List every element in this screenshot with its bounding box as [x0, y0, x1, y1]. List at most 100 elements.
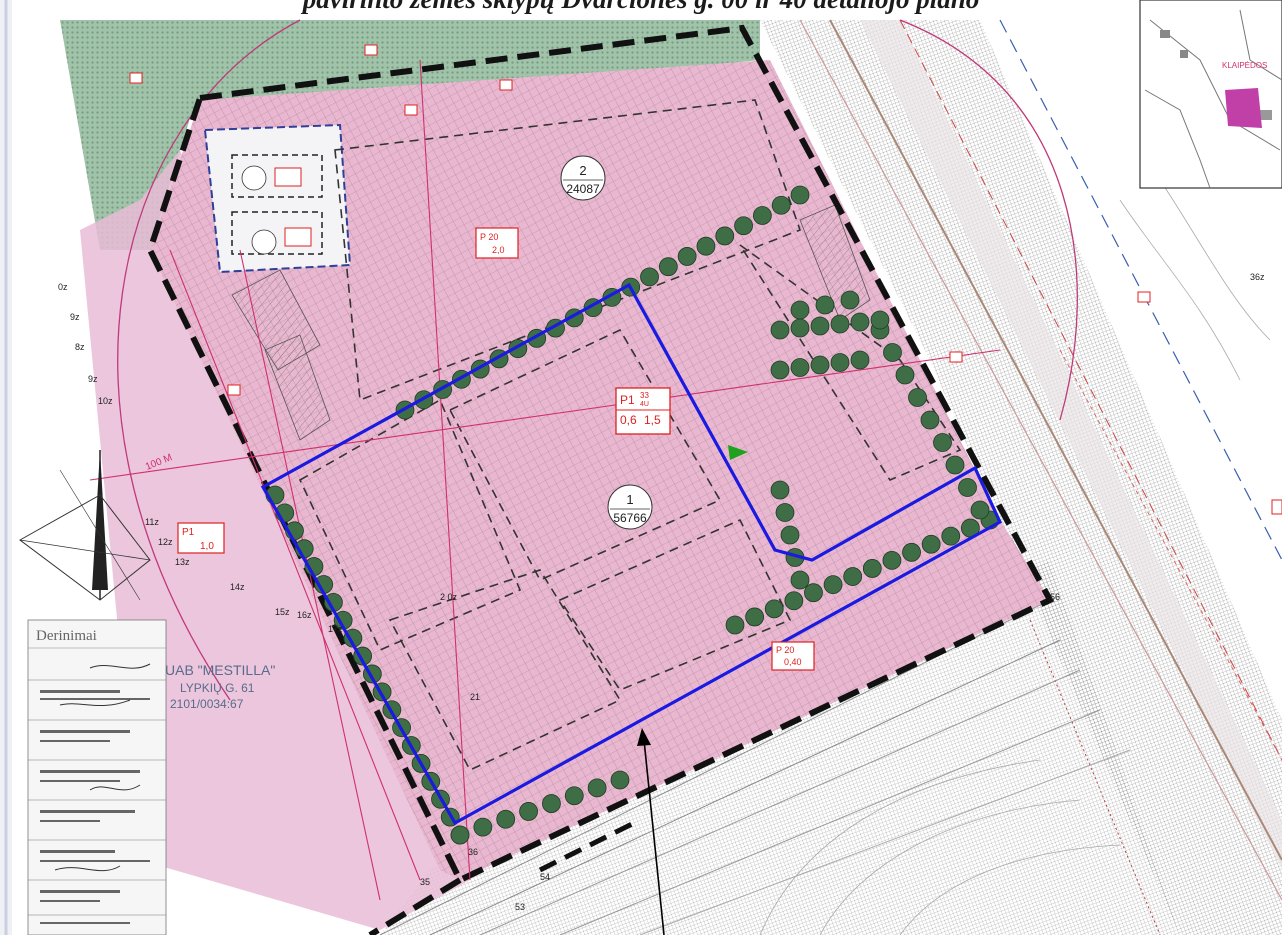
tree [815, 295, 835, 315]
tree [908, 388, 927, 407]
tree [473, 817, 493, 837]
tree [895, 365, 915, 385]
tree [770, 480, 790, 500]
small-plots [203, 123, 352, 274]
tree-rows [265, 185, 1000, 845]
green-marker [728, 445, 748, 460]
tree [862, 559, 882, 578]
map-title: pavirinto žemės sklypų Dvarčionės g. 00 … [0, 0, 1282, 15]
point-label: 16z [297, 610, 312, 620]
point-label: 36z [1250, 272, 1265, 282]
tree [542, 794, 561, 813]
point-label: 12z [158, 537, 173, 547]
tree [870, 310, 890, 330]
neighbor-label: UAB "MESTILLA" LYPKIŲ G. 61 2101/0034:67 [165, 662, 275, 711]
tree [882, 550, 902, 570]
outer-boundary [146, 24, 1055, 884]
contour-lines [759, 179, 1271, 935]
tree [587, 778, 607, 798]
approvals-heading: Derinimai [36, 628, 97, 644]
tree [920, 410, 940, 430]
point-label: 21 [470, 692, 480, 702]
neighbor-name: UAB "MESTILLA" [165, 662, 275, 678]
tree [734, 216, 753, 236]
plot-2-area: 24087 [566, 182, 600, 196]
protection-zone [80, 150, 470, 930]
tree [945, 455, 965, 475]
tree [775, 503, 795, 522]
protection-arc [117, 19, 301, 701]
red-markers [129, 44, 1282, 515]
point-labels: 33z34z3232z31z3035z36z0z9z8z9z10z11z12z1… [58, 82, 1265, 912]
zone-top-code: P 20 [480, 232, 498, 242]
tree [933, 433, 952, 452]
point-label: 10z [98, 396, 113, 406]
approvals-sidebar: Derinimai [27, 619, 167, 935]
tree [770, 360, 790, 380]
zone-left-code: P1 [182, 527, 195, 538]
zone-bottom-code: P 20 [776, 645, 794, 655]
tree [752, 206, 772, 225]
point-label: 56 [1050, 592, 1060, 602]
tree [970, 500, 990, 520]
tree [715, 226, 735, 246]
tree [823, 575, 843, 595]
locator-inset: KLAIPĖDOS [1139, 0, 1282, 189]
point-label: 8z [75, 342, 85, 352]
neighbor-address: LYPKIŲ G. 61 [180, 681, 255, 695]
building-zones [298, 99, 962, 772]
tree [790, 300, 810, 320]
zone-label-left: P1 1,0 [177, 522, 225, 554]
north-arrow [19, 450, 151, 601]
plot-1-number: 1 [626, 492, 633, 507]
point-label: 17z [328, 624, 343, 634]
protection-arc-right [899, 19, 1078, 421]
tree [830, 353, 850, 372]
pointer-arrow [637, 728, 665, 935]
zone-bottom-value: 0,40 [784, 657, 802, 667]
plot-label-2: 2 24087 [560, 155, 606, 201]
tree [958, 478, 977, 497]
tree [745, 607, 765, 627]
zone-top-value: 2,0 [492, 245, 505, 255]
zone-main-density: 0,6 [620, 413, 637, 427]
road-corridor [760, 19, 1282, 935]
tree [840, 290, 860, 310]
zone-main-class: 4U [640, 401, 649, 408]
zone-main-height: 33 [640, 391, 649, 400]
tree [790, 358, 810, 377]
plot-label-1: 1 56766 [607, 484, 653, 530]
tree [830, 314, 850, 334]
tree [677, 247, 697, 266]
point-label: 36 [468, 847, 478, 857]
tree [850, 312, 870, 332]
inset-label: KLAIPĖDOS [1222, 61, 1267, 70]
tree [640, 267, 659, 287]
tree [764, 599, 784, 619]
tree [790, 318, 810, 338]
tree [850, 350, 870, 370]
tree [770, 320, 790, 340]
tree [610, 770, 630, 790]
tree [902, 542, 921, 562]
tree [696, 236, 716, 256]
tree [810, 355, 830, 375]
point-label: 15z [275, 607, 290, 617]
zone-main-code: P1 [620, 393, 635, 407]
zone-label-main: P1 33 4U 0,6 1,5 [615, 387, 671, 435]
tree [496, 809, 516, 829]
zone-left-value: 1,0 [200, 541, 214, 552]
neighbor-cadastral: 2101/0034:67 [170, 697, 244, 711]
tree [921, 534, 941, 554]
tree [790, 570, 810, 590]
point-label: 54 [540, 872, 550, 882]
zone-label-bottom: P 20 0,40 [771, 641, 815, 671]
tree [810, 316, 830, 336]
plot-1-area: 56766 [613, 511, 647, 525]
point-label: 11z [145, 517, 159, 527]
highlighted-plot [260, 282, 1003, 826]
boundary-extension [368, 877, 462, 935]
tree [843, 567, 863, 586]
tree [883, 343, 902, 362]
